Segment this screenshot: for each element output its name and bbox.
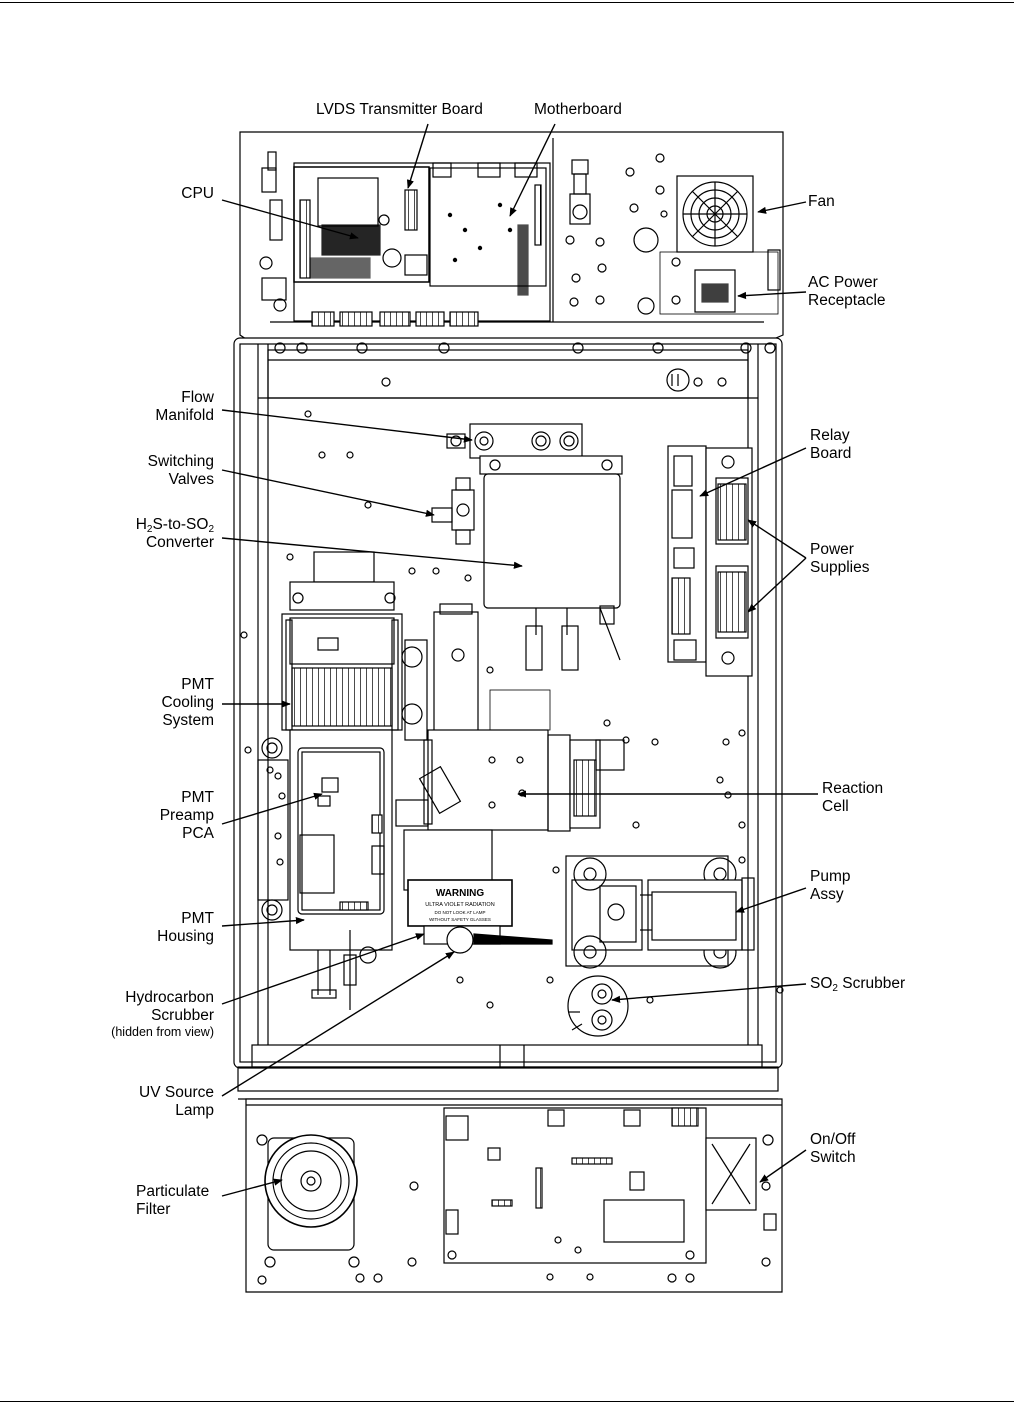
leader-uv-lamp <box>221 951 455 1097</box>
upper-left-connectors <box>259 151 287 312</box>
label-onoff-switch: On/Off Switch <box>810 1131 856 1166</box>
label-relay-board: Relay Board <box>810 427 852 462</box>
warning-label: WARNING ULTRA VIOLET RADIATION DO NOT LO… <box>425 888 494 922</box>
flow-manifold <box>446 423 583 459</box>
label-h2s-so2-converter: H2S-to-SO2 Converter <box>135 516 214 551</box>
leader-lines <box>221 123 818 1197</box>
leader-relay-board <box>699 447 807 497</box>
label-motherboard: Motherboard <box>534 101 622 118</box>
warning-line2: DO NOT LOOK AT LAMP <box>434 910 485 915</box>
warning-line3: WITHOUT SAFETY GLASSES <box>429 917 491 922</box>
leader-flow-manifold <box>221 409 473 443</box>
leader-pmt-housing <box>221 917 305 927</box>
ac-power-receptacle <box>659 249 781 315</box>
leader-cpu <box>221 199 359 240</box>
label-hydrocarbon-scrubber: Hydrocarbon Scrubber (hidden from view) <box>111 989 214 1039</box>
pmt-cooling-system <box>281 551 428 741</box>
h2s-so2-converter <box>479 455 623 671</box>
fan <box>676 175 754 253</box>
label-hidden-note: (hidden from view) <box>111 1025 214 1039</box>
label-ac-power-receptacle: AC Power Receptacle <box>808 274 886 309</box>
label-pump-assy: Pump Assy <box>810 868 851 903</box>
leader-fan <box>757 201 807 214</box>
leader-power-supplies-1 <box>747 519 807 559</box>
label-power-supplies: Power Supplies <box>810 541 870 576</box>
label-pmt-housing: PMT Housing <box>157 910 214 945</box>
leader-onoff <box>759 1149 807 1183</box>
chassis-holes <box>240 410 784 1009</box>
label-pmt-cooling-system: PMT Cooling System <box>161 676 214 729</box>
so2-scrubber <box>567 975 629 1037</box>
pmt-housing <box>257 729 393 1010</box>
warning-line1: ULTRA VIOLET RADIATION <box>425 902 494 908</box>
label-switching-valves: Switching Valves <box>147 453 214 488</box>
leader-power-supplies-2 <box>747 557 807 613</box>
cpu-board <box>293 166 430 283</box>
motherboard <box>293 162 551 327</box>
pump-assy <box>565 855 755 969</box>
leader-so2-scrubber <box>611 983 807 1003</box>
leader-particulate <box>221 1178 283 1197</box>
leader-pump-assy <box>735 887 807 913</box>
leader-lvds <box>406 123 429 189</box>
warning-title: WARNING <box>436 888 485 899</box>
uv-lamp-housing <box>407 879 553 954</box>
relay-board-power-supplies <box>667 445 753 677</box>
label-reaction-cell: Reaction Cell <box>822 780 884 815</box>
leader-converter <box>221 537 523 569</box>
leader-pmt-preamp <box>221 792 323 825</box>
top-rule <box>0 2 1014 3</box>
label-uv-source-lamp: UV Source Lamp <box>139 1084 214 1119</box>
leader-hydrocarbon <box>221 933 425 1005</box>
label-so2-scrubber: SO2 Scrubber <box>810 975 906 994</box>
label-flow-manifold: Flow Manifold <box>155 389 214 424</box>
bottom-rule <box>0 1401 1014 1402</box>
rear-plate <box>552 138 681 322</box>
label-pmt-preamp-pca: PMT Preamp PCA <box>159 789 214 842</box>
label-lvds-transmitter-board: LVDS Transmitter Board <box>316 101 483 118</box>
bottom-panel <box>245 1098 783 1293</box>
label-cpu: CPU <box>181 185 214 202</box>
leader-ac-power <box>737 291 807 300</box>
label-particulate-filter: Particulate Filter <box>136 1183 210 1218</box>
leader-motherboard <box>509 123 556 217</box>
leader-switching-valves <box>221 469 435 517</box>
label-fan: Fan <box>808 193 835 210</box>
switching-valves <box>431 477 475 545</box>
